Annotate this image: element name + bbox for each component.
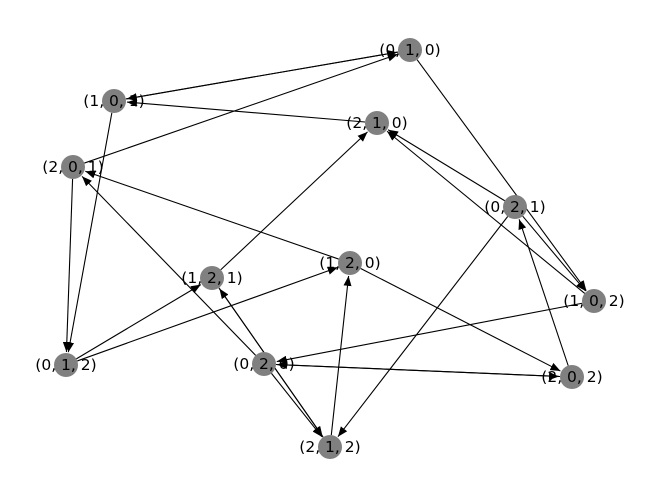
edge-010-to-101 (126, 51, 399, 102)
node-210 (365, 111, 389, 135)
node-020 (252, 352, 276, 376)
edge-201-to-012 (62, 178, 74, 353)
node-021 (503, 195, 527, 219)
node-label-021: (0, 2, 1) (484, 198, 545, 216)
node-label-020: (0, 2, 0) (233, 355, 294, 373)
edge-202-to-020 (276, 360, 561, 378)
edge-021-to-210 (387, 129, 506, 202)
node-label-101: (1, 0, 1) (83, 92, 144, 110)
node-label-202: (2, 0, 2) (541, 368, 602, 386)
edge-102-to-210 (386, 130, 586, 294)
nodes-layer (54, 38, 606, 459)
node-121 (200, 266, 224, 290)
edge-210-to-101 (126, 98, 366, 123)
node-212 (318, 435, 342, 459)
node-120 (338, 251, 362, 275)
edge-021-to-102 (522, 215, 587, 292)
node-label-212: (2, 1, 2) (299, 438, 360, 456)
node-label-120: (1, 2, 0) (319, 254, 380, 272)
node-012 (54, 353, 78, 377)
edge-120-to-202 (360, 267, 561, 372)
node-label-010: (0, 1, 0) (379, 41, 440, 59)
node-010 (398, 38, 422, 62)
node-101 (102, 89, 126, 113)
node-102 (582, 289, 606, 313)
edge-201-to-010 (84, 53, 398, 164)
edge-010-to-102 (416, 59, 587, 291)
labels-layer: (0, 1, 0) (1, 0, 1) (2, 1, 0) (2, 0, 1) (0, … (35, 41, 624, 456)
edge-102-to-020 (276, 302, 583, 364)
node-202 (560, 365, 584, 389)
edge-212-to-120 (330, 275, 352, 436)
node-label-102: (1, 0, 2) (563, 292, 624, 310)
node-label-210: (2, 1, 0) (346, 114, 407, 132)
edge-101-to-012 (66, 112, 113, 353)
edge-021-to-212 (337, 216, 509, 438)
node-label-201: (2, 0, 1) (42, 158, 103, 176)
edge-202-to-021 (518, 219, 569, 366)
edge-020-to-212 (271, 373, 323, 438)
node-201 (61, 155, 85, 179)
node-label-121: (1, 2, 1) (181, 269, 242, 287)
edge-012-to-120 (77, 266, 338, 362)
edge-012-to-121 (76, 284, 202, 360)
edge-121-to-210 (220, 131, 368, 271)
edge-120-to-201 (85, 170, 339, 260)
edge-020-to-201 (81, 175, 257, 356)
edges-layer (62, 49, 587, 438)
node-label-012: (0, 1, 2) (35, 356, 96, 374)
